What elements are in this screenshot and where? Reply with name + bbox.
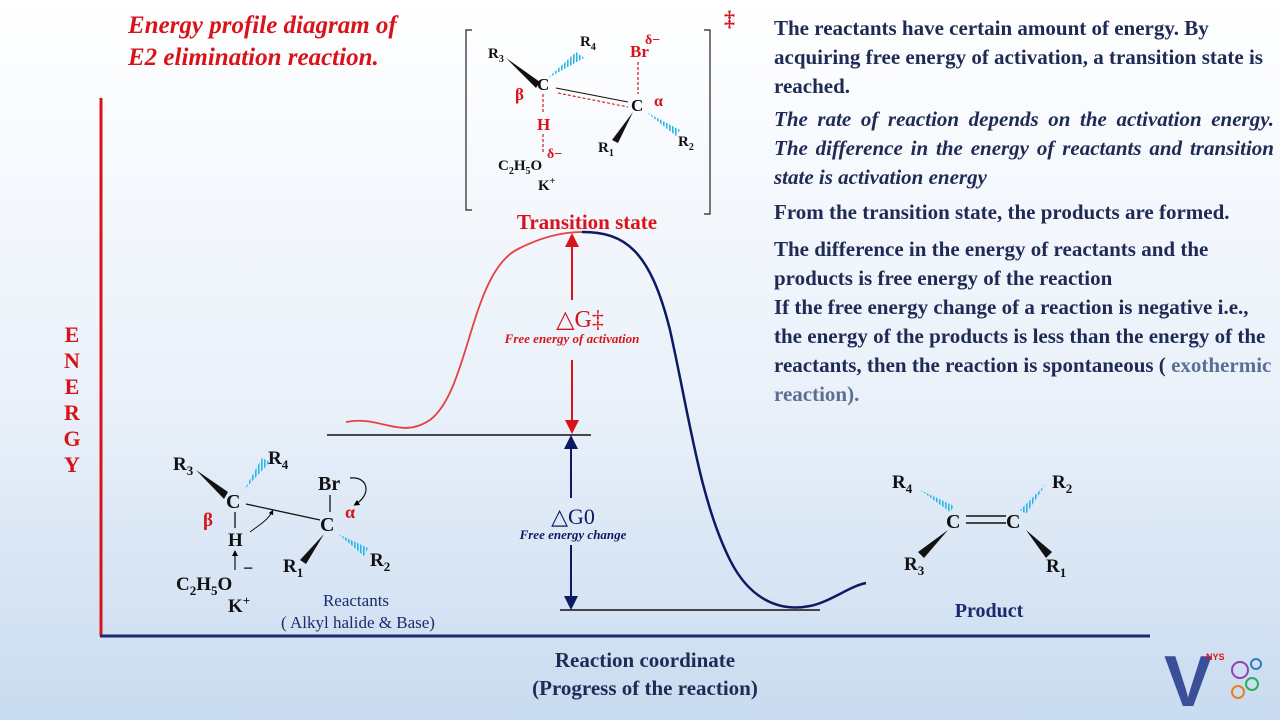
ts-r2: R2 xyxy=(678,134,694,153)
logo-letter: V xyxy=(1164,642,1212,720)
product-r2: R2 xyxy=(1052,472,1072,496)
transition-state-structure: ‡ R3 R4 C β Br δ− C α R1 R2 H δ− C2H5O K… xyxy=(465,6,735,215)
reaction-coordinate-label: Reaction coordinate (Progress of the rea… xyxy=(490,646,800,702)
right-bracket xyxy=(704,29,711,215)
reactant-alpha: α xyxy=(345,502,355,522)
logo-ring-1 xyxy=(1231,661,1249,679)
reactant-alpha-carbon: C xyxy=(320,514,334,536)
ts-alpha-carbon: C xyxy=(631,96,643,115)
ts-br-delta: δ− xyxy=(645,33,660,48)
delta-g-zero-symbol: △G0 xyxy=(551,504,595,529)
energy-letter: G xyxy=(63,426,81,451)
energy-letter: R xyxy=(64,400,80,425)
reactant-o-charge: − xyxy=(243,558,253,578)
energy-letter: Y xyxy=(64,452,80,477)
ts-cc-bond-partial xyxy=(557,92,629,108)
energy-letter: N xyxy=(64,348,80,373)
product-label: Product xyxy=(955,600,1024,622)
reactant-wedge-r3 xyxy=(196,470,228,499)
energy-axis-label: E N E R G Y xyxy=(60,322,84,478)
energy-curve-rising xyxy=(345,231,583,429)
product-r3: R3 xyxy=(904,554,925,578)
reactant-r4: R4 xyxy=(268,448,289,472)
diagram-title: Energy profile diagram of E2 elimination… xyxy=(128,10,428,74)
reactants-sublabel: ( Alkyl halide & Base) xyxy=(281,613,435,632)
reactant-r3: R3 xyxy=(173,454,194,478)
reactant-r1: R1 xyxy=(283,556,303,580)
delta-g-activation-symbol: △G‡ xyxy=(556,307,604,333)
explanation-notes: The reactants have certain amount of ene… xyxy=(774,14,1274,409)
title-line-1: Energy profile diagram of xyxy=(128,12,397,39)
left-bracket xyxy=(465,29,472,211)
reactant-cc-bond xyxy=(245,503,321,521)
energy-letter: E xyxy=(64,322,80,347)
product-structure: R4 R2 C C R3 R1 Product xyxy=(892,472,1072,622)
product-wedge-r3 xyxy=(918,530,948,558)
activation-caption: Free energy of activation xyxy=(504,331,640,346)
reactant-beta: β xyxy=(203,510,213,531)
reactant-br-leaving-arrow xyxy=(349,477,367,506)
ts-hash-r2 xyxy=(646,112,680,136)
reactants-structure: R3 R4 C β Br C α R1 R2 H C2H5O − K+ Reac… xyxy=(173,448,435,632)
ts-wedge-r3 xyxy=(506,58,540,88)
ts-wedge-r1 xyxy=(612,112,633,143)
ts-br: Br xyxy=(630,42,649,61)
reactant-ethoxide: C2H5O xyxy=(176,574,232,598)
ts-h: H xyxy=(537,115,550,134)
ts-hash-r4 xyxy=(548,52,584,78)
ts-r4: R4 xyxy=(580,34,596,53)
free-energy-caption: Free energy change xyxy=(519,527,627,542)
ts-cc-bond-solid xyxy=(555,87,629,103)
double-dagger: ‡ xyxy=(724,6,735,31)
note-exothermic-highlight: exothermic reaction). xyxy=(774,353,1272,406)
reactant-beta-carbon: C xyxy=(226,491,240,513)
product-r4: R4 xyxy=(892,472,913,496)
note-activation-energy: The rate of reaction depends on the acti… xyxy=(774,107,1274,189)
ts-alpha: α xyxy=(654,93,663,110)
note-free-energy: The difference in the energy of reactant… xyxy=(774,237,1209,290)
product-carbon-right: C xyxy=(1006,511,1020,533)
ts-beta: β xyxy=(515,85,524,104)
reactants-label: Reactants xyxy=(323,591,389,610)
reactant-br: Br xyxy=(318,473,340,495)
logo-ring-2 xyxy=(1245,677,1259,691)
title-line-2: E2 elimination reaction. xyxy=(128,44,379,71)
ts-ethoxide: C2H5O xyxy=(498,158,542,177)
reactant-h: H xyxy=(228,530,243,551)
product-hash-r2 xyxy=(1020,484,1046,514)
transition-state-label: Transition state xyxy=(517,210,657,234)
ts-r1: R1 xyxy=(598,140,614,159)
logo-ring-4 xyxy=(1250,658,1262,670)
energy-curve-falling xyxy=(581,230,867,609)
reactant-hash-r4 xyxy=(244,458,270,490)
ts-beta-carbon: C xyxy=(537,75,549,94)
reactant-hash-r2 xyxy=(338,534,368,556)
ts-r3: R3 xyxy=(488,46,504,65)
product-r1: R1 xyxy=(1046,556,1066,580)
note-reactants-energy: The reactants have certain amount of ene… xyxy=(774,16,1263,98)
reactant-electron-arrow xyxy=(249,509,274,533)
x-axis-label-line-2: (Progress of the reaction) xyxy=(532,676,758,700)
logo-ring-3 xyxy=(1231,685,1245,699)
ts-o-delta: δ− xyxy=(547,147,562,162)
reactant-r2: R2 xyxy=(370,550,390,574)
logo-tag: NYS xyxy=(1206,652,1225,662)
reactant-potassium: K+ xyxy=(228,593,250,617)
x-axis-label-line-1: Reaction coordinate xyxy=(554,648,736,672)
note-spontaneous: If the free energy change of a reaction … xyxy=(774,293,1274,409)
note-spontaneous-text: If the free energy change of a reaction … xyxy=(774,295,1266,377)
product-wedge-r1 xyxy=(1026,530,1052,558)
note-products-formed: From the transition state, the products … xyxy=(774,200,1230,224)
viewchem-logo: V NYS xyxy=(1164,642,1262,720)
ts-potassium: K+ xyxy=(538,176,556,194)
energy-letter: E xyxy=(64,374,80,399)
reactant-wedge-r1 xyxy=(300,534,324,564)
product-carbon-left: C xyxy=(946,511,960,533)
product-hash-r4 xyxy=(920,490,954,512)
